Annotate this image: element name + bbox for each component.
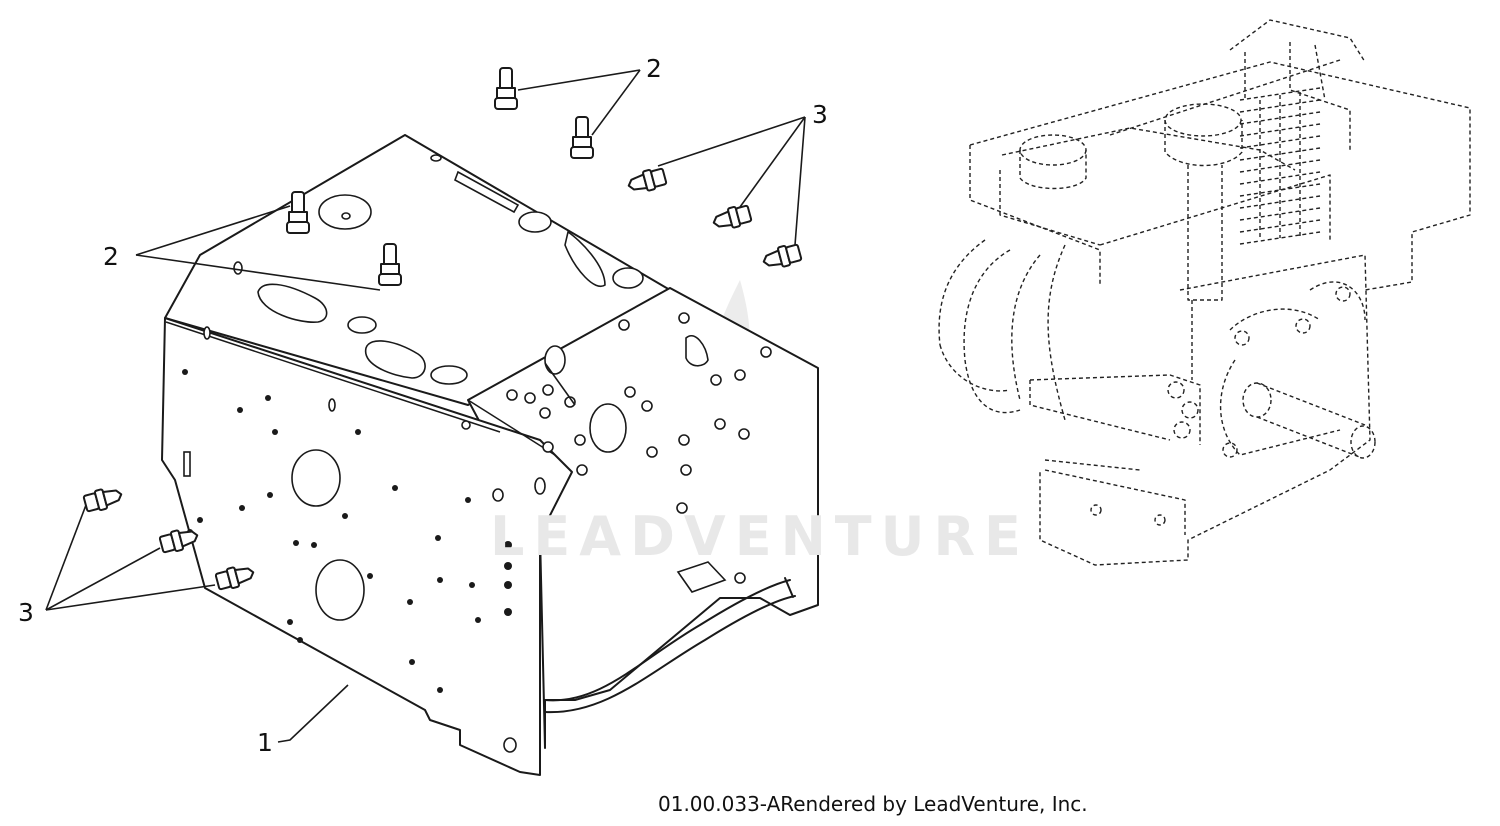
callout-3-left: 3 (18, 598, 34, 627)
callout-3-top: 3 (812, 100, 828, 129)
render-credit: Rendered by LeadVenture, Inc. (780, 792, 1088, 816)
pin-fasteners (286, 67, 594, 286)
watermark-text: LEADVENTURE (490, 505, 1030, 568)
callout-2-left: 2 (103, 242, 119, 271)
callout-2-top: 2 (646, 54, 662, 83)
callout-leaders (45, 69, 806, 743)
callout-1: 1 (257, 728, 273, 757)
drawing-number: 01.00.033-A (658, 792, 781, 816)
diagram-footer: 01.00.033-ARendered by LeadVenture, Inc. (658, 792, 1088, 816)
engine-phantom (938, 19, 1471, 566)
engine-mount-bracket (161, 134, 819, 776)
bolt-fasteners (82, 167, 803, 591)
